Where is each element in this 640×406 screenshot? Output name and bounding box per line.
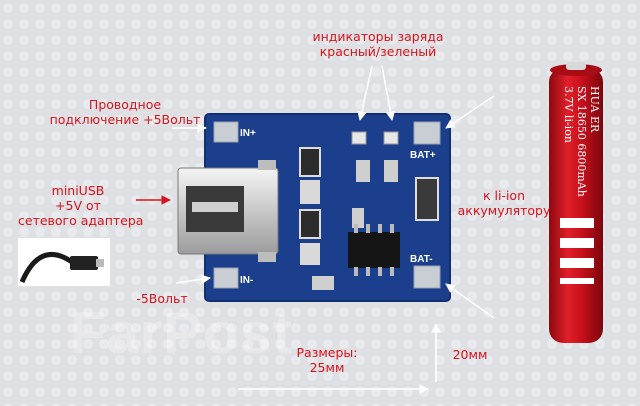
- label-miniusb: miniUSB +5V от сетевого адаптера: [18, 183, 144, 228]
- label-li-ion: к li-ion аккумулятору: [454, 188, 554, 218]
- miniusb-connector: [177, 160, 279, 262]
- label-wired-line1: Проводное: [88, 97, 162, 112]
- label-li-ion-line1: к li-ion: [482, 188, 526, 203]
- watermark: FarPost: [70, 301, 293, 366]
- label-miniusb-line3: сетевого адаптера: [18, 213, 144, 228]
- label-height: 20мм: [452, 347, 488, 362]
- label-size-line1: Размеры:: [296, 345, 358, 360]
- miniusb-cable-image: [18, 238, 110, 286]
- led-green: [383, 131, 399, 145]
- label-indicators: индикаторы заряда красный/зеленый: [303, 29, 453, 59]
- pad-bat-plus: [413, 121, 441, 145]
- label-size: Размеры: 25мм: [282, 345, 372, 375]
- battery-model: SX 18650 6800mAh: [575, 86, 588, 197]
- pad-bat-minus: [413, 265, 441, 289]
- pad-label-bat-minus: BAT-: [410, 254, 433, 265]
- led-red: [351, 131, 367, 145]
- label-miniusb-line2: +5V от: [55, 198, 101, 213]
- label-wired: Проводное подключение +5Вольт: [44, 97, 206, 127]
- pad-in-plus: [213, 121, 239, 143]
- pad-label-bat-plus: BAT+: [410, 150, 436, 161]
- label-li-ion-line2: аккумулятору: [457, 203, 551, 218]
- battery-brand: HUA ER: [588, 86, 601, 133]
- label-size-line2: 25мм: [309, 360, 345, 375]
- label-indicators-line2: красный/зеленый: [319, 44, 437, 59]
- pad-label-in-minus: IN-: [240, 275, 253, 286]
- label-miniusb-line1: miniUSB: [51, 183, 105, 198]
- li-ion-battery: HUA ER SX 18650 6800mAh 3.7V li-ion: [549, 62, 603, 343]
- pad-label-in-plus: IN+: [240, 128, 256, 139]
- label-minus: -5Вольт: [136, 291, 188, 306]
- pad-in-minus: [213, 267, 239, 289]
- label-wired-line2: подключение +5Вольт: [49, 112, 201, 127]
- label-indicators-line1: индикаторы заряда: [312, 29, 444, 44]
- battery-voltage: 3.7V li-ion: [562, 86, 575, 143]
